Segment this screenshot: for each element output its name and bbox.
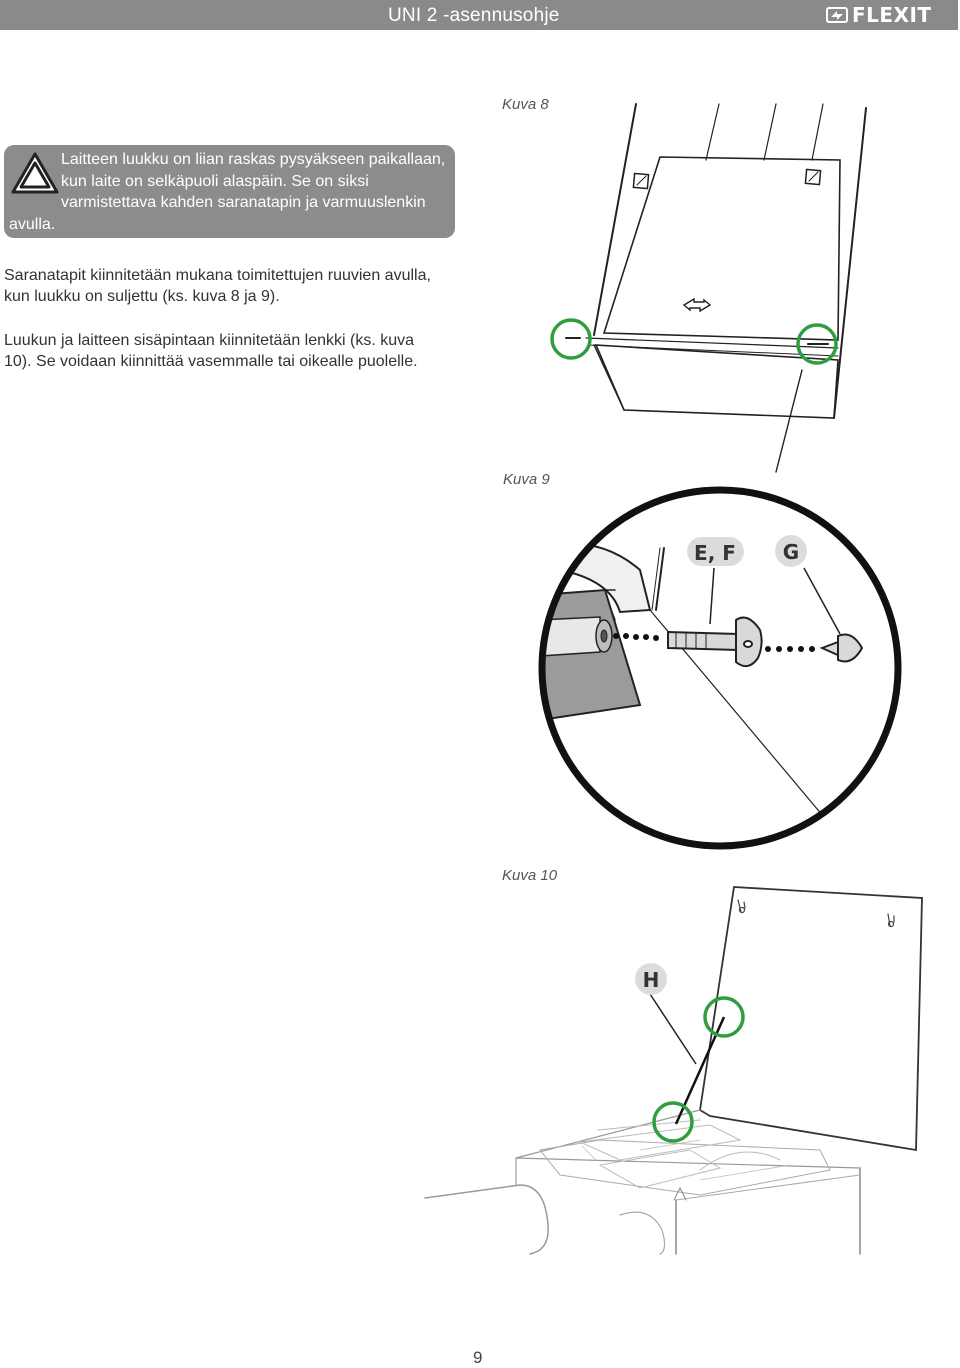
dotted-guide-left <box>613 633 659 641</box>
hinge-pin-ef <box>667 616 763 668</box>
loop-highlight-unit <box>652 1101 694 1143</box>
document-title: UNI 2 -asennusohje <box>388 5 560 26</box>
hinge-highlight-right <box>796 323 838 365</box>
label-h: H <box>643 968 660 992</box>
page-number: 9 <box>473 1348 483 1367</box>
warning-text: Laitteen luukku on liian raskas pysyäkse… <box>9 151 446 233</box>
flexit-logo-icon <box>826 7 848 23</box>
paragraph-hinge-pins: Saranatapit kiinnitetään mukana toimitet… <box>4 267 431 305</box>
paragraph-safety-loop: Luukun ja laitteen sisäpintaan kiinnitet… <box>4 332 418 370</box>
screw-g <box>819 633 864 663</box>
hinge-highlight-left <box>550 318 592 360</box>
figure-10-unit-drawing <box>424 886 923 1255</box>
header-bar: UNI 2 -asennusohje FLEXIT <box>0 0 958 30</box>
leader-ef <box>709 567 715 625</box>
warning-triangle-icon <box>11 152 59 194</box>
label-ef-badge <box>687 537 744 566</box>
caption-kuva-9: Kuva 9 <box>503 471 550 488</box>
label-g: G <box>783 540 799 564</box>
zoom-circle <box>538 486 902 850</box>
caption-kuva-8: Kuva 8 <box>502 96 549 113</box>
loop-highlight-hatch <box>703 996 745 1038</box>
caption-kuva-10: Kuva 10 <box>502 867 558 884</box>
dotted-guide-right <box>765 646 815 652</box>
label-h-badge <box>635 963 667 995</box>
logo-text: FLEXIT <box>852 3 932 27</box>
label-g-badge <box>775 535 807 567</box>
warning-box: Laitteen luukku on liian raskas pysyäkse… <box>4 145 455 238</box>
flexit-logo: FLEXIT <box>826 3 932 27</box>
label-ef: E, F <box>694 541 736 565</box>
figure-8-unit-drawing <box>565 103 867 473</box>
leader-g <box>803 567 841 635</box>
leader-h <box>649 993 697 1065</box>
